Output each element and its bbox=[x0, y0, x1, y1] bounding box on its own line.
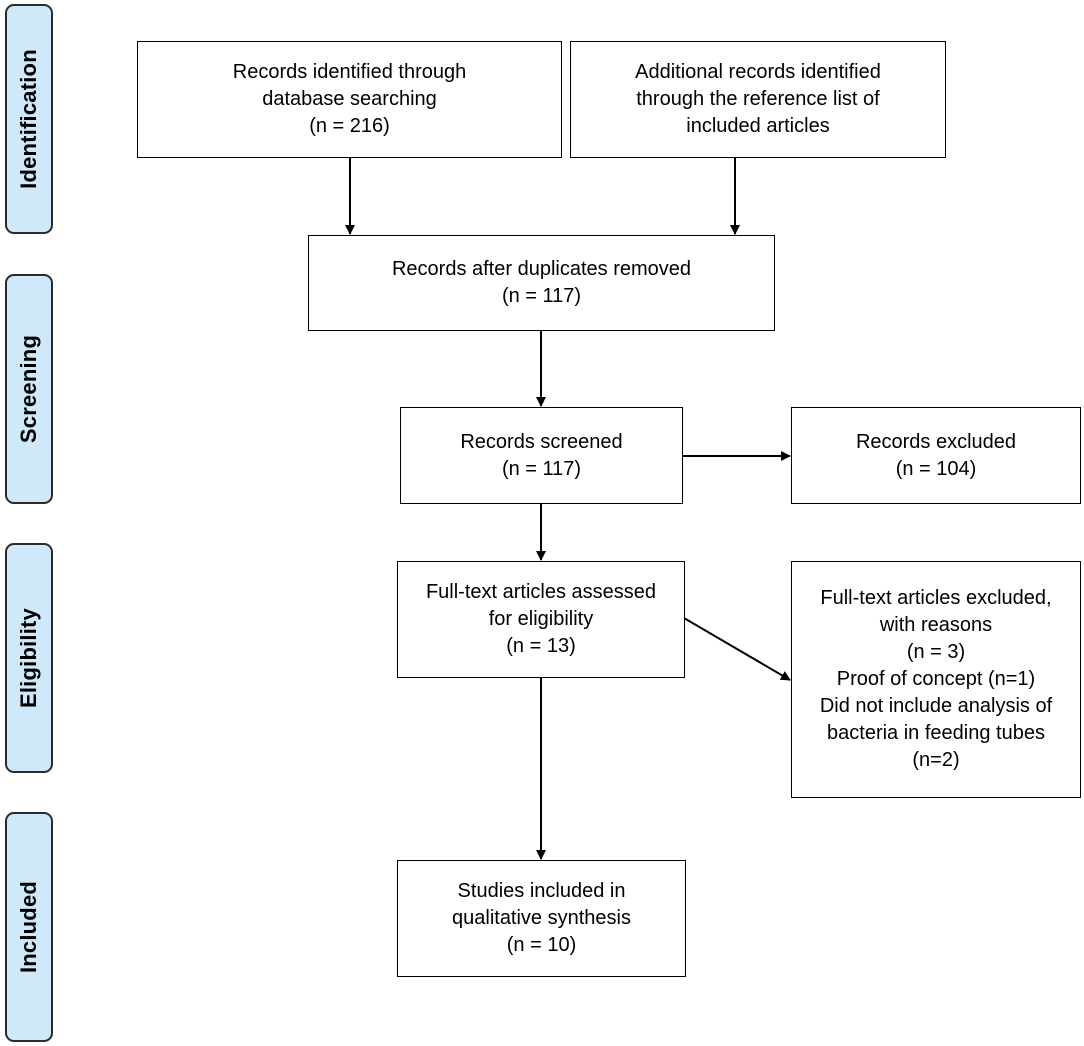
records-excluded-box: Records excluded (n = 104) bbox=[791, 407, 1081, 504]
additional-records-box: Additional records identified through th… bbox=[570, 41, 946, 158]
fulltext-excluded-line1: Full-text articles excluded, bbox=[820, 587, 1052, 609]
additional-records-line1: Additional records identified bbox=[635, 61, 881, 83]
database-search-line2: database searching bbox=[262, 88, 437, 110]
fulltext-assessed-line2: for eligibility bbox=[488, 608, 594, 630]
studies-included-line2: qualitative synthesis bbox=[452, 907, 631, 929]
additional-records-line2: through the reference list of bbox=[636, 88, 880, 110]
stage-identification-tab: Identification bbox=[5, 4, 53, 234]
studies-included-count: (n = 10) bbox=[506, 934, 577, 956]
records-excluded-count: (n = 104) bbox=[895, 457, 977, 480]
fulltext-excluded-box: Full-text articles excluded, with reason… bbox=[791, 561, 1081, 798]
additional-records-line3: included articles bbox=[686, 115, 830, 137]
stage-screening-tab: Screening bbox=[5, 274, 53, 504]
database-search-line1: Records identified through bbox=[232, 61, 467, 83]
arrow-fulltext-to-excluded bbox=[683, 617, 791, 681]
fulltext-excluded-reason1: Proof of concept (n=1) bbox=[836, 668, 1036, 690]
fulltext-excluded-reason2-count: (n=2) bbox=[912, 749, 960, 771]
database-search-box: Records identified through database sear… bbox=[137, 41, 562, 158]
studies-included-box: Studies included in qualitative synthesi… bbox=[397, 860, 686, 977]
fulltext-assessed-box: Full-text articles assessed for eligibil… bbox=[397, 561, 685, 678]
database-search-count: (n = 216) bbox=[309, 115, 390, 137]
studies-included-line1: Studies included in bbox=[457, 880, 626, 902]
fulltext-excluded-count: (n = 3) bbox=[906, 641, 966, 663]
stage-eligibility-tab: Eligibility bbox=[5, 543, 53, 773]
records-screened-line1: Records screened bbox=[460, 430, 623, 453]
stage-included-tab: Included bbox=[5, 812, 53, 1042]
records-screened-count: (n = 117) bbox=[501, 457, 582, 480]
fulltext-excluded-reason2-line2: bacteria in feeding tubes bbox=[827, 722, 1045, 744]
duplicates-removed-count: (n = 117) bbox=[501, 285, 582, 307]
fulltext-excluded-reason2-line1: Did not include analysis of bbox=[819, 695, 1053, 717]
fulltext-assessed-line1: Full-text articles assessed bbox=[425, 581, 657, 603]
duplicates-removed-line1: Records after duplicates removed bbox=[391, 258, 692, 280]
records-excluded-line1: Records excluded bbox=[855, 430, 1017, 453]
fulltext-excluded-line2: with reasons bbox=[879, 614, 993, 636]
fulltext-assessed-count: (n = 13) bbox=[506, 635, 576, 657]
duplicates-removed-box: Records after duplicates removed (n = 11… bbox=[308, 235, 775, 331]
records-screened-box: Records screened (n = 117) bbox=[400, 407, 683, 504]
